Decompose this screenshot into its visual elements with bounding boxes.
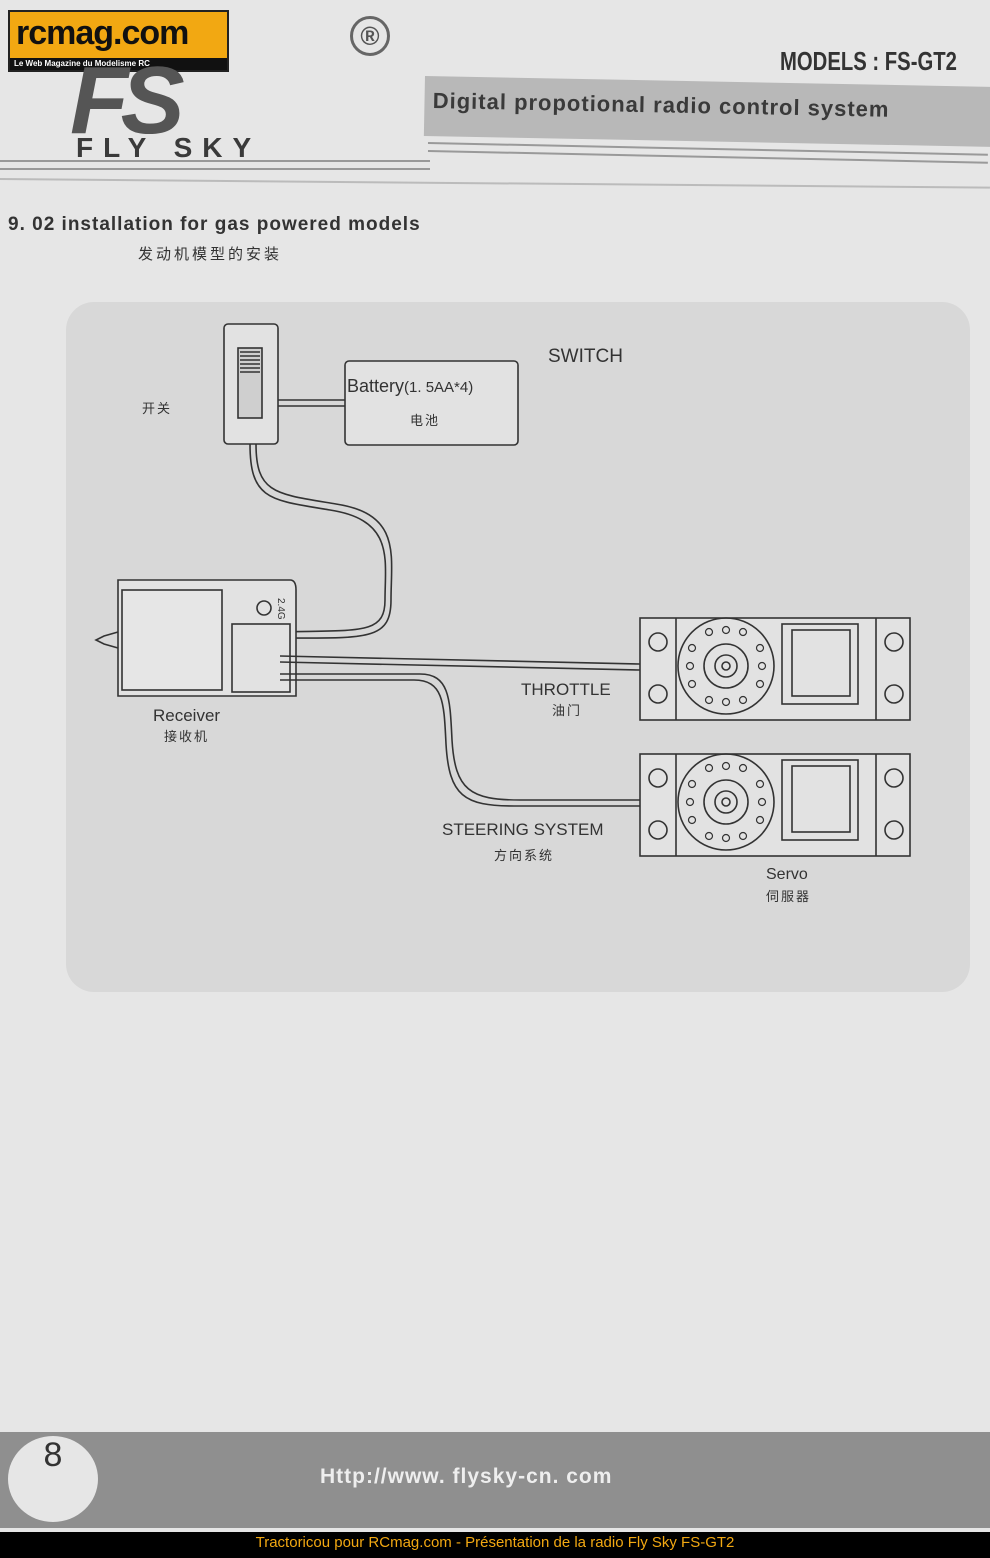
footer-url[interactable]: Http://www. flysky-cn. com — [320, 1465, 613, 1488]
rcmag-logo[interactable]: rcmag.com Le Web Magazine du Modelisme R… — [8, 10, 229, 72]
switch-cable — [249, 443, 387, 633]
throttle-servo — [639, 617, 911, 721]
servo-label-chinese: 伺服器 — [766, 890, 812, 905]
steering-cable — [280, 673, 640, 801]
switch-cable — [255, 443, 393, 639]
footer-band — [0, 1432, 990, 1528]
throttle-cable — [279, 661, 641, 671]
flysky-logo-mark: FS — [70, 62, 185, 140]
wiring-diagram: 2.4G — [94, 323, 911, 857]
section-title: 9. 02 installation for gas powered model… — [8, 214, 421, 235]
receiver-antenna — [94, 631, 119, 649]
battery-name: Battery — [347, 376, 405, 396]
steering-label: STEERING SYSTEM — [442, 820, 604, 839]
steering-cable — [280, 679, 640, 807]
rcmag-tagline: Le Web Magazine du Modelisme RC — [10, 58, 227, 70]
brand-name: FLY SKY — [76, 132, 262, 163]
receiver-led — [256, 600, 272, 616]
steering-servo — [639, 753, 911, 857]
steering-label-chinese: 方向系统 — [494, 849, 555, 864]
section-title-chinese: 发动机模型的安装 — [138, 245, 283, 263]
throttle-cable — [279, 655, 641, 665]
header-rule — [0, 160, 430, 162]
header-rule — [0, 168, 430, 170]
receiver-badge: 2.4G — [275, 598, 286, 620]
receiver-label-chinese: 接收机 — [164, 730, 210, 745]
battery-label-chinese: 电池 — [410, 414, 441, 429]
rcmag-logo-text: rcmag.com — [16, 14, 189, 52]
receiver-label-plate — [121, 589, 223, 691]
battery-label: Battery(1. 5AA*4) — [347, 376, 473, 397]
page-number: 8 — [8, 1436, 98, 1522]
switch-slider — [237, 347, 263, 419]
battery-spec: (1. 5AA*4) — [404, 379, 474, 396]
image-caption: Tractoricou pour RCmag.com - Présentatio… — [255, 1534, 735, 1551]
throttle-label-chinese: 油门 — [552, 704, 583, 719]
receiver-port-block — [231, 623, 291, 693]
registered-mark: ® — [350, 16, 390, 56]
throttle-label: THROTTLE — [521, 680, 611, 699]
receiver-label: Receiver — [153, 706, 221, 725]
model-name: MODELS : FS-GT2 — [780, 46, 957, 76]
switch-grip — [240, 351, 260, 373]
servo-label: Servo — [766, 866, 808, 883]
battery-pack — [344, 360, 519, 446]
switch-label-chinese: 开关 — [142, 402, 173, 417]
switch-label: SWITCH — [548, 346, 623, 367]
